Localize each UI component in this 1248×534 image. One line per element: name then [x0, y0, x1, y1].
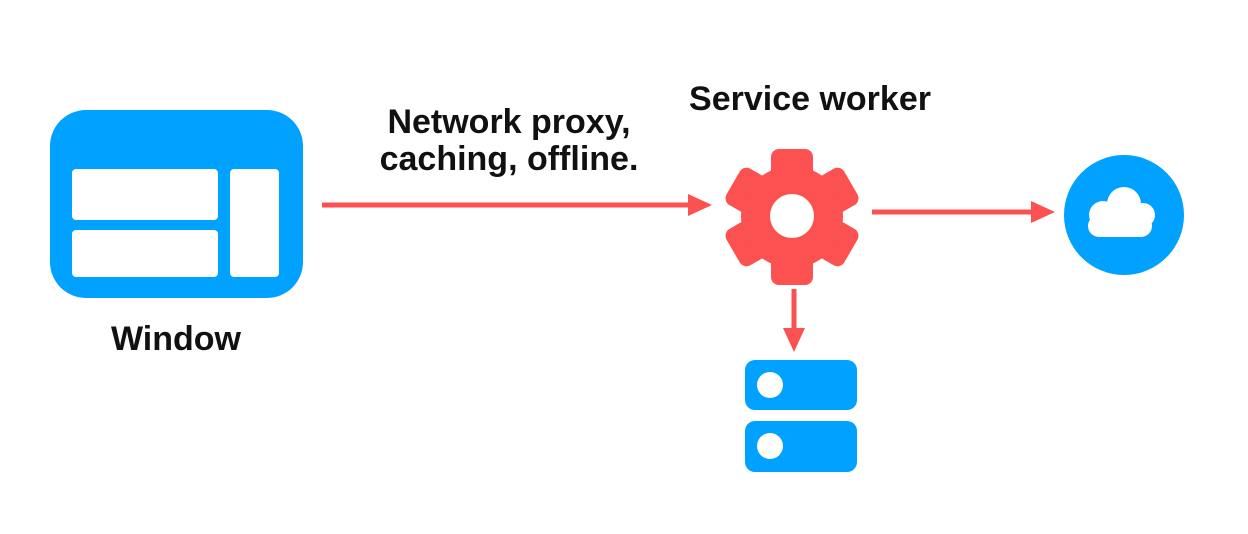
- arrow-service-worker-to-storage: [783, 289, 805, 352]
- arrow-window-to-service-worker: [322, 194, 712, 216]
- window-label: Window: [111, 320, 241, 358]
- edge-label-network-proxy: Network proxy, caching, offline.: [380, 104, 639, 178]
- service-worker-label: Service worker: [689, 80, 931, 118]
- arrow-service-worker-to-cloud: [872, 201, 1055, 223]
- browser-window-icon: [50, 110, 303, 298]
- gear-icon: [725, 149, 859, 285]
- cloud-icon: [1064, 155, 1184, 275]
- database-stack-icon: [745, 360, 857, 472]
- edge-label-line2: caching, offline.: [379, 140, 639, 178]
- edge-label-line1: Network proxy,: [387, 103, 631, 141]
